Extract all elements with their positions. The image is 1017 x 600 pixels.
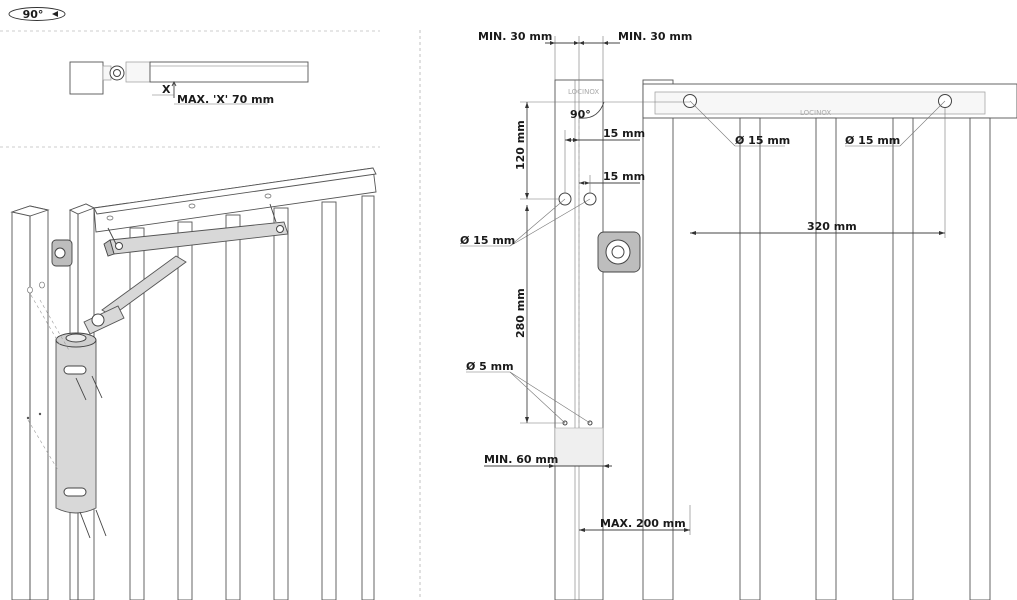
brand-ghost-label: LOCINOX — [568, 88, 599, 96]
hole-15-b-label: Ø 15 mm — [845, 134, 900, 147]
hole-15-a-label: Ø 15 mm — [735, 134, 790, 147]
rotation-arrow-icon — [52, 11, 58, 17]
dim-120-label: 120 mm — [514, 120, 527, 170]
post-elevation: LOCINOX LOCINOX — [554, 79, 1017, 600]
gate-perspective — [10, 167, 377, 600]
min-30-right-label: MIN. 30 mm — [618, 30, 692, 43]
max-200-label: MAX. 200 mm — [600, 517, 686, 530]
dim-320-label: 320 mm — [807, 220, 857, 233]
angle-label: 90° — [570, 108, 591, 121]
hole-15-left-label: Ø 15 mm — [460, 234, 515, 247]
x-label: X — [162, 83, 171, 96]
hole-5-label: Ø 5 mm — [466, 360, 514, 373]
opening-angle-badge: 90° — [8, 7, 66, 21]
min-60-label: MIN. 60 mm — [484, 453, 558, 466]
min-30-left-label: MIN. 30 mm — [478, 30, 552, 43]
top-detail-plan: X MAX. 'X' 70 mm — [69, 61, 309, 106]
max-x-label: MAX. 'X' 70 mm — [177, 93, 274, 106]
dim-280-label: 280 mm — [514, 288, 527, 338]
rail-brand-ghost: LOCINOX — [800, 109, 831, 117]
dim-15b-label: 15 mm — [603, 170, 645, 183]
dim-15a-label: 15 mm — [603, 127, 645, 140]
badge-label: 90° — [23, 8, 44, 21]
dimensions: MIN. 30 mm MIN. 30 mm 90° 120 mm 15 mm 1… — [460, 30, 946, 535]
